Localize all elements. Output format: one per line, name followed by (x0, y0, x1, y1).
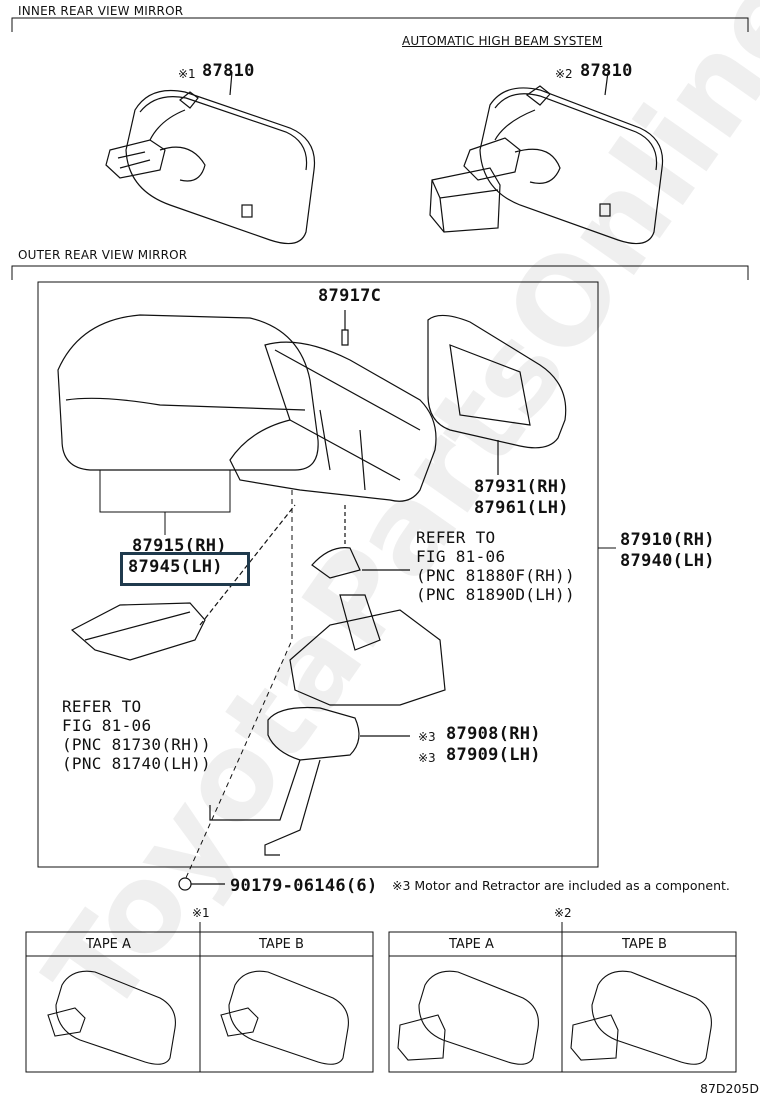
motor-rh-mark: ※3 (418, 730, 436, 744)
inner-section-title: INNER REAR VIEW MIRROR (18, 4, 184, 18)
motor-rh-part-number[interactable]: 87908(RH) (446, 724, 541, 744)
clip-part-number[interactable]: 90179-06146(6) (230, 876, 378, 896)
mirror-motor (209, 594, 446, 856)
inner2-part-number[interactable]: 87810 (580, 61, 633, 81)
tape-a-label-1: TAPE A (86, 937, 131, 952)
inner-section-bracket (11, 17, 749, 32)
tape-group1-mark: ※1 (192, 906, 210, 920)
highlight-box (120, 552, 250, 586)
bolt-part-number[interactable]: 87917C (318, 286, 382, 306)
cover-lh-part-number[interactable]: 87945(LH) (128, 557, 223, 577)
tape-b-label-1: TAPE B (259, 937, 304, 952)
glass-rh-part-number[interactable]: 87931(RH) (474, 477, 569, 497)
refer-right-line1: REFER TO (416, 528, 496, 547)
assy-rh-part-number[interactable]: 87910(RH) (620, 530, 715, 550)
assy-lh-part-number[interactable]: 87940(LH) (620, 551, 715, 571)
tape-mirror-drawings (47, 970, 712, 1065)
tape-group2-mark: ※2 (554, 906, 572, 920)
outer-mirror-frame (37, 281, 599, 868)
tape-panels (25, 922, 737, 1073)
side-lamp-right (311, 505, 410, 579)
inner2-mark: ※2 (555, 67, 573, 81)
inner-mirror-2 (429, 71, 664, 245)
inner1-part-number[interactable]: 87810 (202, 61, 255, 81)
tape-a-label-2: TAPE A (449, 937, 494, 952)
cover-rh-part-number[interactable]: 87915(RH) (132, 536, 227, 556)
auto-high-beam-title: AUTOMATIC HIGH BEAM SYSTEM (402, 34, 603, 48)
motor-note: ※3 Motor and Retractor are included as a… (392, 878, 730, 893)
outer-section-bracket (11, 265, 749, 280)
refer-left-line1: REFER TO (62, 697, 142, 716)
clip-leader (184, 490, 293, 881)
motor-lh-part-number[interactable]: 87909(LH) (446, 745, 541, 765)
figure-code: 87D205D (700, 1081, 760, 1096)
refer-right-line4[interactable]: (PNC 81890D(LH)) (416, 585, 575, 604)
refer-left-line4[interactable]: (PNC 81740(LH)) (62, 754, 211, 773)
motor-lh-mark: ※3 (418, 751, 436, 765)
refer-left-line2: FIG 81-06 (62, 716, 152, 735)
inner1-mark: ※1 (178, 67, 196, 81)
refer-right-line2: FIG 81-06 (416, 547, 506, 566)
outer-section-title: OUTER REAR VIEW MIRROR (18, 248, 188, 262)
tape-b-label-2: TAPE B (622, 937, 667, 952)
bolt-87917c (341, 310, 349, 346)
inner-mirror-1 (105, 71, 316, 245)
refer-left-line3[interactable]: (PNC 81730(RH)) (62, 735, 211, 754)
refer-right-line3[interactable]: (PNC 81880F(RH)) (416, 566, 575, 585)
clip-90179 (178, 877, 225, 891)
mirror-housing (229, 341, 437, 502)
glass-lh-part-number[interactable]: 87961(LH) (474, 498, 569, 518)
mirror-cover (57, 314, 319, 535)
mirror-glass (427, 314, 567, 475)
